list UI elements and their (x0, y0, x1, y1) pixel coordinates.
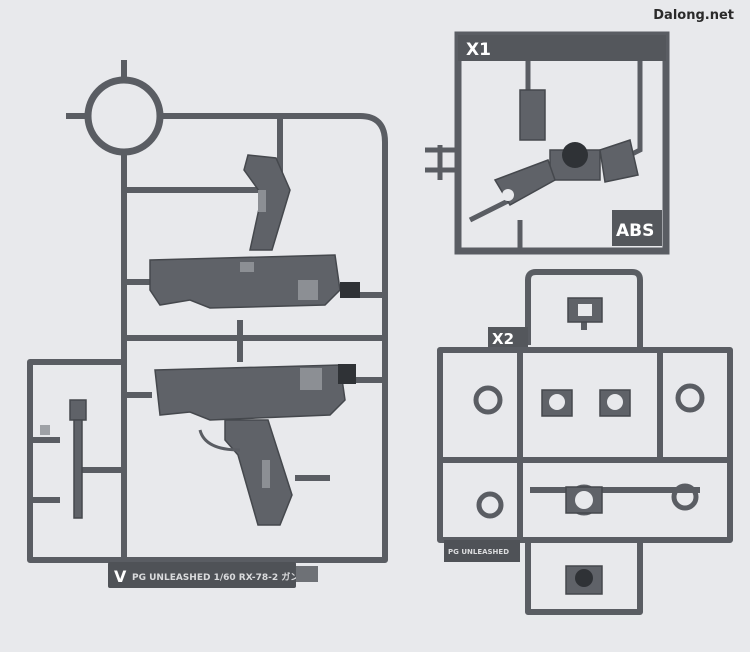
v-runner-tab (296, 566, 318, 582)
x1-runner: X1 ABS (425, 31, 670, 255)
x2-runner-label: PG UNLEASHED (448, 548, 509, 556)
x1-runner-tag: X1 (466, 40, 491, 60)
x2-runner-header (488, 327, 528, 347)
v-runner: V PG UNLEASHED 1/60 RX-78-2 ガンダム (27, 60, 388, 588)
runner-gate-ring (66, 60, 185, 175)
v-runner-tag: V (114, 567, 127, 586)
x2-runner-tag: X2 (492, 330, 514, 348)
x2-bracket-parts (541, 297, 631, 595)
abs-marking-plate (612, 210, 662, 246)
v-runner-tag-plate (108, 562, 296, 588)
shoulder-joint-part (493, 89, 639, 207)
x1-runner-header (458, 35, 666, 61)
upper-gun-part (149, 154, 360, 309)
small-arm-part (40, 399, 87, 519)
v-runner-label: PG UNLEASHED 1/60 RX-78-2 ガンダム (132, 571, 317, 583)
v-runner-frame (27, 113, 388, 563)
x2-runner-label-plate (444, 540, 520, 562)
lower-gun-part (154, 364, 356, 526)
x2-runner: X2 PG UNLEASHED (437, 269, 733, 615)
abs-marking: ABS (616, 221, 654, 241)
watermark: Dalong.net (653, 8, 734, 23)
